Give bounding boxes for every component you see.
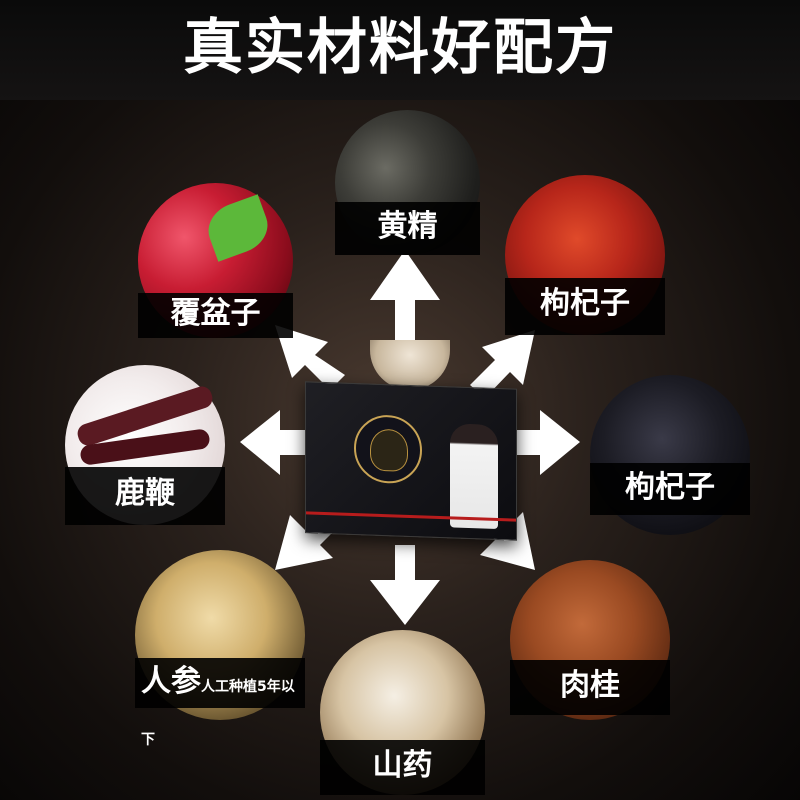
ingredient-label-lubian: 鹿鞭 xyxy=(65,467,225,525)
arrow-down xyxy=(370,545,440,625)
ingredient-gouqi-1: 枸杞子 xyxy=(505,175,665,335)
ingredient-label-rougui: 肉桂 xyxy=(510,660,670,715)
ingredient-label-gouqi-2: 枸杞子 xyxy=(590,463,750,515)
raspberry-leaf-icon xyxy=(201,194,275,262)
renshen-name: 人参 xyxy=(141,664,201,699)
arrow-left xyxy=(240,410,305,475)
ingredient-huangjing: 黄精 xyxy=(335,110,480,255)
ingredient-label-huangjing: 黄精 xyxy=(335,202,480,255)
ingredient-shanyao: 山药 xyxy=(320,630,485,795)
ingredient-gouqi-2: 枸杞子 xyxy=(590,375,750,535)
product-box xyxy=(305,381,517,541)
deer-emblem-icon xyxy=(354,414,422,485)
arrow-upper-left xyxy=(275,325,345,390)
ingredient-renshen: 人参人工种植5年以下 xyxy=(135,550,305,748)
page-title: 真实材料好配方 xyxy=(183,13,617,83)
arrow-up xyxy=(370,250,440,340)
ingredient-lubian: 鹿鞭 xyxy=(65,365,225,525)
title-bar: 真实材料好配方 xyxy=(0,0,800,100)
deer-head-icon xyxy=(370,428,408,472)
arrow-right xyxy=(515,410,580,475)
arrow-upper-right xyxy=(470,330,535,398)
ingredient-label-fupenzi: 覆盆子 xyxy=(138,293,293,338)
ingredient-fupenzi: 覆盆子 xyxy=(138,183,293,338)
ingredient-label-gouqi-1: 枸杞子 xyxy=(505,278,665,335)
ingredient-label-renshen: 人参人工种植5年以下 xyxy=(135,658,305,748)
ingredient-rougui: 肉桂 xyxy=(510,560,670,720)
ingredient-label-shanyao: 山药 xyxy=(320,740,485,795)
spokesperson-figure xyxy=(450,423,498,530)
renshen-note: 人工种植5年以下 xyxy=(141,679,295,748)
